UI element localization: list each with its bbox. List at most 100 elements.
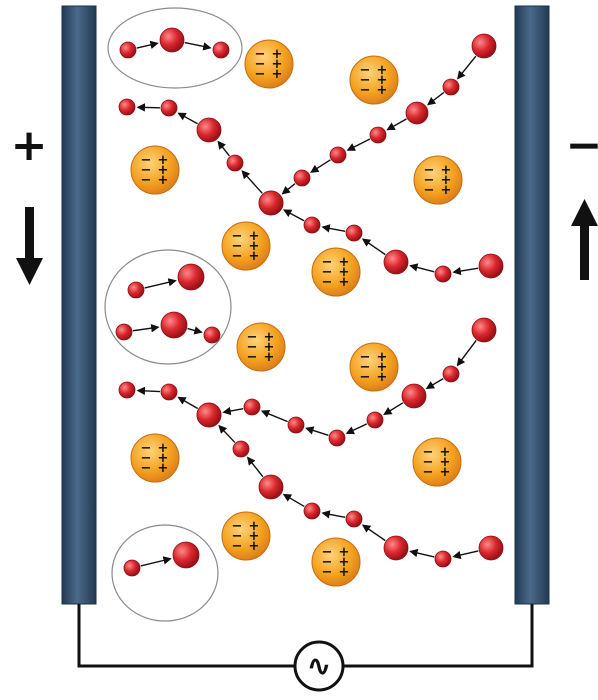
positive-charge-sign: + <box>158 153 169 168</box>
negative-charge-sign: − <box>232 539 243 554</box>
ac-source-symbol: ∿ <box>306 649 331 684</box>
electron <box>172 541 200 569</box>
motion-arrow <box>222 406 244 416</box>
positive-charge-sign: + <box>377 83 388 98</box>
negative-charge-sign: − <box>141 173 152 188</box>
motion-arrow <box>144 278 177 289</box>
motion-arrow <box>282 209 305 222</box>
electron-chain <box>127 263 205 299</box>
motion-arrow <box>246 456 264 478</box>
negative-charge-sign: − <box>232 249 243 264</box>
charged-particle: −−−+++ <box>130 145 180 195</box>
positive-charge-sign: + <box>264 340 275 355</box>
negative-charge-sign: − <box>255 47 266 62</box>
charged-particle: −−−+++ <box>311 247 361 297</box>
charged-particles: −−−+++−−−+++−−−+++−−−+++−−−+++−−−+++−−−+… <box>130 39 463 587</box>
positive-charge-sign: + <box>158 461 169 476</box>
electron <box>127 281 145 299</box>
positive-charge-sign: + <box>339 265 350 280</box>
electron <box>258 190 284 216</box>
electron <box>243 398 261 416</box>
charged-particle: −−−+++ <box>236 322 286 372</box>
electron <box>160 383 178 401</box>
motion-arrow <box>383 402 404 415</box>
motion-arrow <box>409 263 435 273</box>
negative-charge-sign: − <box>232 229 243 244</box>
negative-charge-sign: − <box>247 350 258 365</box>
positive-charge-sign: + <box>377 360 388 375</box>
positive-charge-sign: + <box>441 183 452 198</box>
motion-arrow <box>425 377 444 390</box>
pair-circle-bottom <box>111 524 219 622</box>
negative-charge-sign: − <box>141 153 152 168</box>
motion-arrow <box>282 493 305 508</box>
positive-charge-sign: + <box>377 73 388 88</box>
electron <box>401 383 427 409</box>
negative-charge-sign: − <box>322 275 333 290</box>
motion-arrow <box>136 386 161 396</box>
right-electrode <box>514 5 550 605</box>
positive-charge-sign: + <box>249 519 260 534</box>
positive-charge-sign: + <box>377 370 388 385</box>
electron <box>442 78 460 96</box>
negative-charge-sign: − <box>141 461 152 476</box>
motion-arrow <box>456 339 477 367</box>
electron <box>471 317 497 343</box>
negative-charge-sign: − <box>322 545 333 560</box>
negative-charge-sign: − <box>141 163 152 178</box>
electron <box>123 559 141 577</box>
negative-charge-sign: − <box>232 519 243 534</box>
positive-charge-sign: + <box>339 555 350 570</box>
left-electrode <box>61 5 97 605</box>
negative-charge-sign: − <box>322 255 333 270</box>
negative-charge-sign: − <box>360 360 371 375</box>
motion-arrow <box>218 424 236 443</box>
motion-arrow <box>132 324 160 333</box>
motion-arrow <box>140 556 172 567</box>
motion-arrow <box>184 41 212 51</box>
electron <box>177 263 205 291</box>
circuit-wire <box>77 604 534 668</box>
motion-arrow <box>310 159 331 173</box>
electron-chain <box>119 27 230 59</box>
charged-particle: −−−+++ <box>244 39 294 89</box>
right-polarity-sign: − <box>566 120 598 171</box>
motion-arrow <box>457 55 477 80</box>
motion-arrow <box>136 40 159 49</box>
positive-charge-sign: + <box>249 529 260 544</box>
motion-arrow <box>136 103 161 112</box>
motion-arrow <box>321 510 346 519</box>
positive-charge-sign: + <box>441 163 452 178</box>
motion-arrow <box>361 238 386 256</box>
negative-charge-sign: − <box>424 173 435 188</box>
positive-charge-sign: + <box>441 173 452 188</box>
motion-arrow <box>452 266 479 276</box>
negative-charge-sign: − <box>360 350 371 365</box>
positive-charge-sign: + <box>377 350 388 365</box>
positive-charge-sign: + <box>158 451 169 466</box>
electron <box>232 440 250 458</box>
electron <box>329 146 347 164</box>
electron <box>328 429 346 447</box>
negative-charge-sign: − <box>360 73 371 88</box>
electron <box>303 216 321 234</box>
electron <box>212 41 230 59</box>
positive-charge-sign: + <box>440 465 451 480</box>
positive-charge-sign: + <box>339 545 350 560</box>
motion-arrow <box>361 524 386 542</box>
electron-chains <box>115 27 504 577</box>
motion-arrow <box>346 138 371 151</box>
electron <box>160 311 188 339</box>
electron <box>369 126 387 144</box>
electron <box>196 402 222 428</box>
electron <box>383 535 409 561</box>
motion-arrow <box>187 326 203 335</box>
electron <box>118 381 136 399</box>
negative-charge-sign: − <box>424 163 435 178</box>
positive-charge-sign: + <box>158 173 169 188</box>
motion-arrow <box>281 183 296 195</box>
negative-charge-sign: − <box>423 445 434 460</box>
motion-arrow <box>386 118 407 131</box>
positive-charge-sign: + <box>272 47 283 62</box>
